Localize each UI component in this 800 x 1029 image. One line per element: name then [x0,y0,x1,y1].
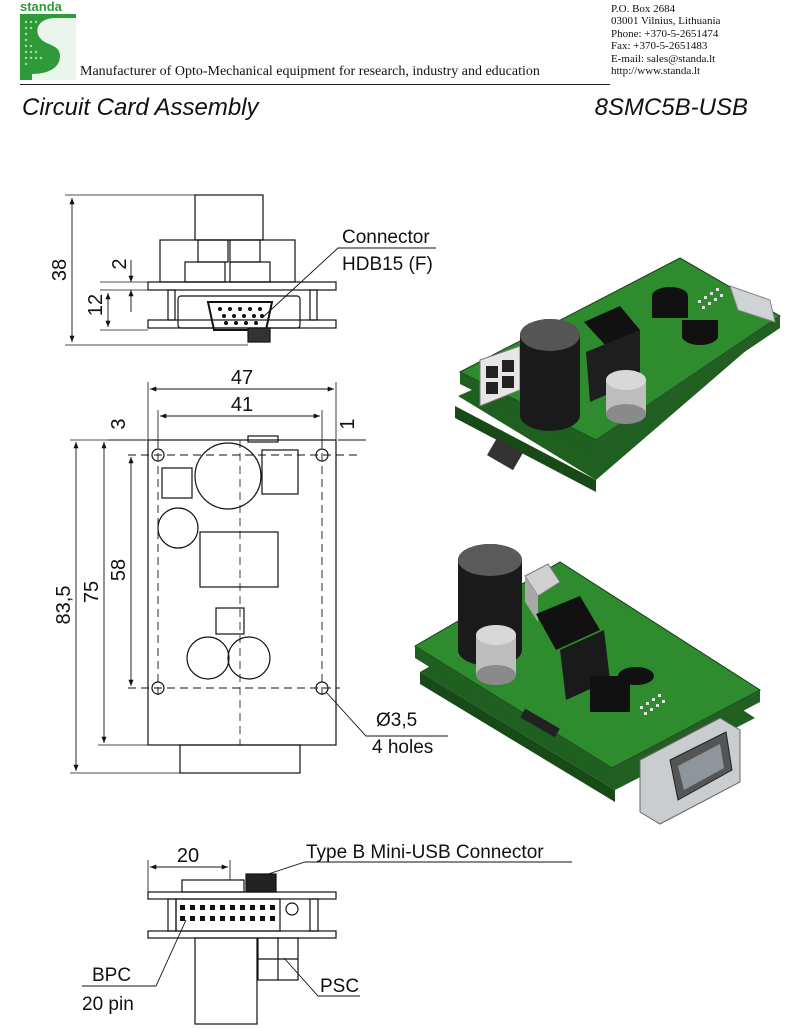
bpc-pin-count-label: 20 pin [82,994,134,1015]
dim-20: 20 [177,845,199,867]
dim-1: 1 [337,418,359,429]
contact-email[interactable]: E-mail: sales@standa.lt [611,52,716,65]
connector-type-label: HDB15 (F) [342,254,433,275]
dim-38: 38 [49,259,71,281]
psc-label: PSC [320,976,359,997]
mini-usb-connector [245,873,277,893]
contact-website[interactable]: http://www.standa.lt [611,65,701,78]
contact-po-box: P.O. Box 2684 [611,3,676,15]
side-view [82,860,572,1025]
side-pcb-upper [147,891,337,900]
contact-block: P.O. Box 2684 03001 Vilnius, Lithuania P… [611,3,720,77]
front-view [65,194,436,346]
company-tagline: Manufacturer of Opto-Mechanical equipmen… [80,64,540,79]
dim-47: 47 [231,367,253,389]
logo-dots [24,20,43,66]
side-pcb-lower [147,930,337,939]
dim-12: 12 [85,294,107,316]
front-capacitor-outline [194,194,264,241]
dim-2: 2 [109,258,131,269]
board-3d-view-bottom [414,544,761,825]
usb-connector-label: Type B Mini-USB Connector [306,842,544,863]
contact-phone: Phone: +370-5-2651474 [611,27,719,40]
bpc-label: BPC [92,965,131,986]
hole-diameter-label: Ø3,5 [376,710,417,731]
front-pcb-upper [147,281,337,291]
page-title: Circuit Card Assembly [22,94,259,121]
logo-text: standa [20,0,63,14]
bpc-header [175,898,281,932]
dim-58: 58 [108,559,130,581]
top-connector-outline [179,744,301,774]
top-board-outline [147,439,337,746]
top-view [70,382,448,774]
hdb15-shell [177,295,301,329]
bpc-pins [180,905,275,921]
hole-count-label: 4 holes [372,737,433,758]
contact-city: 03001 Vilnius, Lithuania [611,15,721,28]
board-3d-view-top [455,257,781,492]
dim-41: 41 [231,394,253,416]
connector-label: Connector [342,227,430,248]
top-capacitor [194,442,262,510]
logo-s-shape [32,18,76,80]
hdb15-pins [218,307,264,325]
front-pcb-lower [147,319,337,329]
dim-3: 3 [108,418,130,429]
header-divider [20,84,610,85]
standa-logo: standa [20,0,76,80]
contact-fax: Fax: +370-5-2651483 [611,40,708,53]
dim-83-5: 83,5 [53,586,75,625]
dim-75: 75 [81,581,103,603]
product-model: 8SMC5B-USB [594,94,748,121]
